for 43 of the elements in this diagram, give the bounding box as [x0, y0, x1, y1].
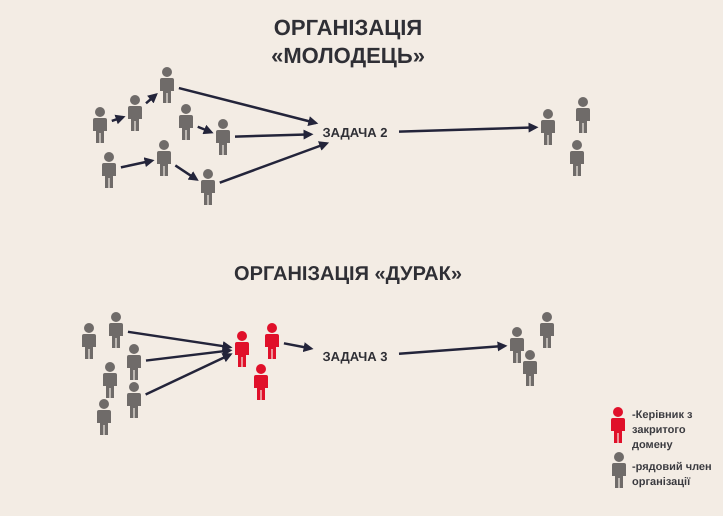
arrow: [174, 164, 199, 181]
person-icon: [522, 350, 538, 386]
arrow: [120, 157, 155, 169]
heading: ОРГАНІЗАЦІЯ «ДУРАК»: [234, 262, 462, 287]
person-icon: [126, 382, 142, 418]
legend-text: -рядовий член організації: [632, 460, 713, 490]
arrow: [146, 346, 232, 362]
person-icon: [156, 140, 172, 176]
person-icon: [101, 152, 117, 188]
person-icon: [178, 104, 194, 140]
person-icon: [264, 323, 280, 359]
person-icon: [200, 169, 216, 205]
person-icon: [215, 119, 231, 155]
arrow: [178, 86, 318, 126]
arrow: [197, 124, 214, 134]
person-icon: [569, 140, 585, 176]
arrow: [111, 114, 126, 124]
person-icon: [102, 362, 118, 398]
person-icon: [108, 312, 124, 348]
person-icon: [234, 331, 250, 367]
person-icon: [509, 327, 525, 363]
arrow: [128, 330, 233, 352]
person-icon: [81, 323, 97, 359]
task-label: ЗАДАЧА 3: [315, 348, 395, 366]
arrow: [398, 341, 508, 355]
arrow: [145, 93, 158, 104]
person-icon: [159, 67, 175, 103]
person-icon: [96, 399, 112, 435]
person-icon: [127, 95, 143, 131]
arrow: [145, 353, 233, 396]
legend-text: -Керівник з закритого домену: [632, 408, 694, 453]
person-icon: [539, 312, 555, 348]
task-label: ЗАДАЧА 2: [315, 124, 395, 142]
person-icon: [92, 107, 108, 143]
person-icon: [540, 109, 556, 145]
arrow: [219, 141, 330, 184]
person-icon: [575, 97, 591, 133]
arrow: [284, 342, 314, 352]
person-icon: [126, 344, 142, 380]
arrow: [398, 122, 538, 133]
person-icon: [253, 364, 269, 400]
heading: ОРГАНІЗАЦІЯ «МОЛОДЕЦЬ»: [271, 14, 425, 69]
arrow: [234, 130, 314, 140]
